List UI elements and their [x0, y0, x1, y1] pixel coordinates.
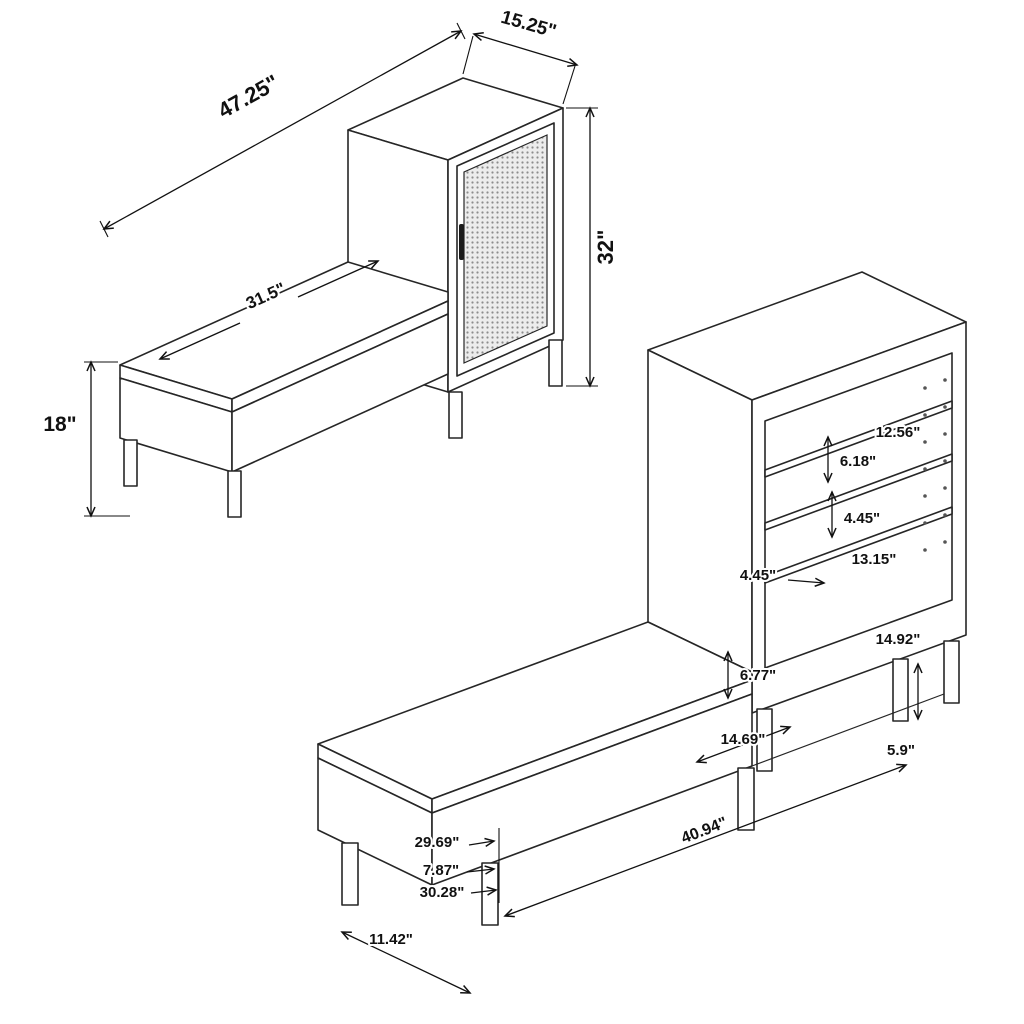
dim-storage-top-arrow: [468, 841, 494, 845]
dim-gap-lower-label: 13.15": [852, 551, 897, 568]
dim-top-opening-label: 12.56": [876, 424, 921, 441]
dim-gap-upper-label: 6.18": [840, 453, 876, 470]
door-handle-icon: [459, 224, 464, 260]
dim-bench-height-label: 18": [43, 413, 76, 436]
dim-overall-length-line: [104, 31, 461, 229]
view1-cabinet-leg-front: [448, 391, 463, 439]
dim-cabinet-depth-line: [474, 34, 577, 65]
view-back-isometric: [317, 271, 967, 926]
shelf-board-2: [764, 453, 953, 531]
dim-tick: [562, 65, 576, 105]
view2-dimensions: 12.56" 6.18" 4.45" 13.15" 4.45" 14.92" 6…: [342, 422, 921, 993]
dim-leg-inset-label: 11.42": [369, 931, 413, 948]
dim-base-length-label: 40.94": [679, 814, 730, 847]
dim-overall-height-label: 32": [593, 230, 618, 265]
dim-leg-height-label: 5.9": [887, 742, 915, 759]
dim-storage-gap-label: 7.87": [423, 862, 459, 879]
dim-shelf-pointer-arrow: [787, 580, 824, 583]
view2-cabinet-leg-right: [943, 640, 960, 704]
dim-seat-clearance-line: [697, 727, 790, 762]
dim-gap-middle-label: 4.45": [844, 510, 880, 527]
view1-bench-leg-front: [227, 470, 242, 518]
view2-cabinet-leg-mid: [892, 658, 909, 722]
view2-cabinet-side-face: [647, 349, 753, 673]
view-front-isometric: [119, 77, 564, 518]
dim-base-length-line: [505, 765, 906, 916]
dim-seat-length-arrow-left: [160, 322, 241, 359]
view2-bench-leg-right: [737, 767, 755, 831]
dim-cushion-thickness-label: 6.77": [740, 667, 776, 684]
view2-shelf-opening: [764, 352, 953, 669]
dim-storage-bottom-label: 30.28": [420, 884, 465, 901]
dim-shelf-pointer-label: 4.45": [740, 567, 776, 584]
dim-storage-bottom-arrow: [470, 890, 496, 893]
dim-overall-length-label: 47.25": [214, 70, 283, 124]
door-mesh-panel: [463, 134, 548, 364]
view1-bench-leg-left: [123, 439, 138, 487]
dim-seat-length-arrow-right: [297, 261, 378, 298]
shelf-board-3: [764, 506, 953, 584]
view1-cabinet-leg-right: [548, 339, 563, 387]
shelf-board-1: [764, 400, 953, 478]
dim-storage-top-label: 29.69": [415, 834, 460, 851]
dim-seat-clearance-label: 14.69": [721, 731, 766, 748]
shelf-pin-holes: [923, 378, 947, 552]
dim-leg-inset-line: [342, 932, 470, 993]
view1-bench-front-face: [231, 313, 449, 473]
dim-storage-gap-arrow: [466, 869, 494, 872]
dim-bottom-opening-label: 14.92": [876, 631, 921, 648]
dim-tick: [462, 35, 474, 75]
view2-bench-leg-front: [481, 862, 499, 926]
view2-bench-leg-left: [341, 842, 359, 906]
dim-cabinet-depth-label: 15.25": [498, 7, 558, 43]
